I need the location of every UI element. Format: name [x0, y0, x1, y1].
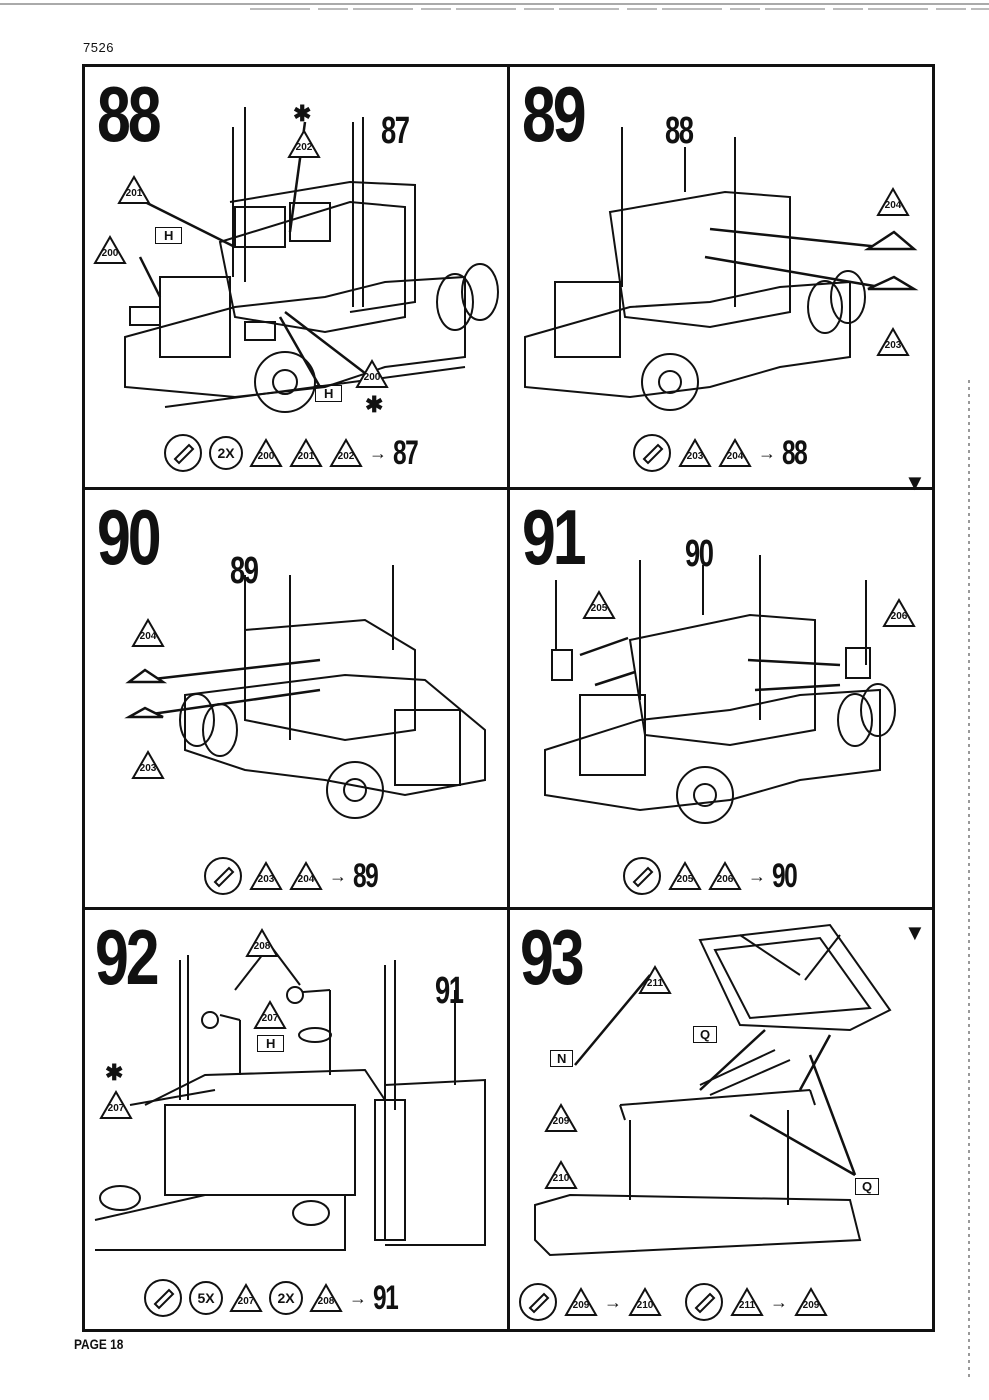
- assembly-sequence: 209 → 210 211 → 209: [518, 1282, 828, 1322]
- part-callout: 205: [582, 590, 616, 620]
- part-callout: 211: [638, 965, 672, 995]
- flag-letter: Q: [693, 1026, 718, 1043]
- reference-number: 91: [435, 970, 464, 1012]
- column-divider: [507, 64, 510, 1332]
- asterisk-icon: ✱: [365, 392, 384, 417]
- sequence-part: 203: [678, 438, 712, 468]
- step-90-panel: 90 89 204 203 203 204 →: [85, 490, 507, 907]
- part-callout: 207: [99, 1090, 133, 1120]
- part-callout: 204: [131, 618, 165, 648]
- step-92-panel: 92 91: [85, 910, 507, 1329]
- truck-cab-illustration: [94, 944, 486, 1251]
- sequence-part: 201: [289, 438, 323, 468]
- page-turn-icon: ▼: [904, 920, 926, 945]
- arrow-right-icon: →: [349, 1287, 367, 1308]
- reference-number: 87: [381, 110, 410, 152]
- step-number: 91: [522, 493, 587, 581]
- reference-number: 90: [685, 533, 714, 575]
- glue-tube-icon: [204, 857, 242, 895]
- glue-tube-icon: [623, 857, 661, 895]
- top-scan-rule: [0, 3, 989, 10]
- step-93-panel: 93 211 209 210 N Q Q: [510, 910, 932, 1329]
- row-divider-1: [82, 487, 935, 490]
- sequence-part: 211: [730, 1287, 764, 1317]
- step-91-panel: 91 90 205 206: [510, 490, 932, 907]
- row-divider-2: [82, 907, 935, 910]
- page-turn-icon: ▼: [904, 470, 926, 495]
- reference-number: 88: [665, 110, 694, 152]
- truck-illustration: [544, 555, 896, 824]
- truck-illustration: [524, 127, 919, 411]
- glue-tube-icon: [685, 1283, 723, 1321]
- document-number: 7526: [83, 40, 114, 55]
- sequence-part: 203: [249, 861, 283, 891]
- part-callout: 201: [117, 175, 151, 205]
- flag-letter: H: [257, 1035, 285, 1052]
- part-callout: 203: [131, 750, 165, 780]
- sequence-target: 87: [393, 434, 419, 472]
- part-callout: 200: [93, 235, 127, 265]
- glue-tube-icon: [144, 1279, 182, 1317]
- truck-illustration: [124, 107, 499, 413]
- step-number: 90: [97, 493, 162, 581]
- arrow-right-icon: →: [770, 1291, 788, 1312]
- arrow-right-icon: →: [758, 442, 776, 463]
- quantity-badge: 2X: [209, 436, 243, 470]
- asterisk-icon: ✱: [293, 101, 312, 126]
- part-callout: 210: [544, 1160, 578, 1190]
- arrow-right-icon: →: [604, 1291, 622, 1312]
- asterisk-icon: ✱: [105, 1060, 124, 1085]
- part-callout: 204: [876, 187, 910, 217]
- part-callout: 209: [544, 1103, 578, 1133]
- sequence-target: 89: [353, 857, 379, 895]
- sequence-part: 209: [564, 1287, 598, 1317]
- assembly-sequence: 5X 207 2X 208 → 91: [143, 1278, 407, 1318]
- flag-letter: H: [155, 227, 183, 244]
- scan-edge: [968, 380, 970, 1380]
- step-89-panel: 89 88 204 203 203 204 →: [510, 67, 932, 487]
- part-callout: 208: [245, 928, 279, 958]
- assembly-sequence: 2X 200 201 202 → 87: [163, 433, 427, 473]
- sequence-target: 90: [772, 857, 798, 895]
- glue-tube-icon: [633, 434, 671, 472]
- step-number: 92: [95, 913, 160, 1001]
- flag-letter: Q: [855, 1178, 880, 1195]
- page-label: PAGE 18: [74, 1336, 124, 1352]
- sequence-part: 207: [229, 1283, 263, 1313]
- part-callout: 202: [287, 129, 321, 159]
- assembly-sequence: 205 206 → 90: [622, 856, 806, 896]
- sequence-part: 205: [668, 861, 702, 891]
- sequence-part: 204: [718, 438, 752, 468]
- assembly-sequence: 203 204 → 89: [203, 856, 387, 896]
- base-assembly-illustration: [534, 923, 892, 1257]
- arrow-right-icon: →: [748, 865, 766, 886]
- sequence-part: 210: [628, 1287, 662, 1317]
- sequence-part: 206: [708, 861, 742, 891]
- part-callout: 203: [876, 327, 910, 357]
- assembly-sequence: 203 204 → 88: [632, 433, 816, 473]
- step-number: 88: [97, 70, 162, 158]
- sequence-part: 204: [289, 861, 323, 891]
- glue-tube-icon: [519, 1283, 557, 1321]
- sequence-part: 202: [329, 438, 363, 468]
- truck-illustration: [124, 565, 486, 819]
- flag-letter: N: [550, 1050, 574, 1067]
- glue-tube-icon: [164, 434, 202, 472]
- step-number: 93: [520, 913, 585, 1001]
- flag-letter: H: [315, 385, 343, 402]
- quantity-badge: 2X: [269, 1281, 303, 1315]
- sequence-part: 209: [794, 1287, 828, 1317]
- quantity-badge: 5X: [189, 1281, 223, 1315]
- arrow-right-icon: →: [329, 865, 347, 886]
- step-88-panel: 88 87: [85, 67, 507, 487]
- part-callout: 206: [882, 598, 916, 628]
- sequence-part: 200: [249, 438, 283, 468]
- sequence-target: 91: [373, 1279, 399, 1317]
- sequence-part: 208: [309, 1283, 343, 1313]
- arrow-right-icon: →: [369, 442, 387, 463]
- sequence-target: 88: [782, 434, 808, 472]
- step-number: 89: [522, 70, 587, 158]
- part-callout: 200: [355, 359, 389, 389]
- part-callout: 207: [253, 1000, 287, 1030]
